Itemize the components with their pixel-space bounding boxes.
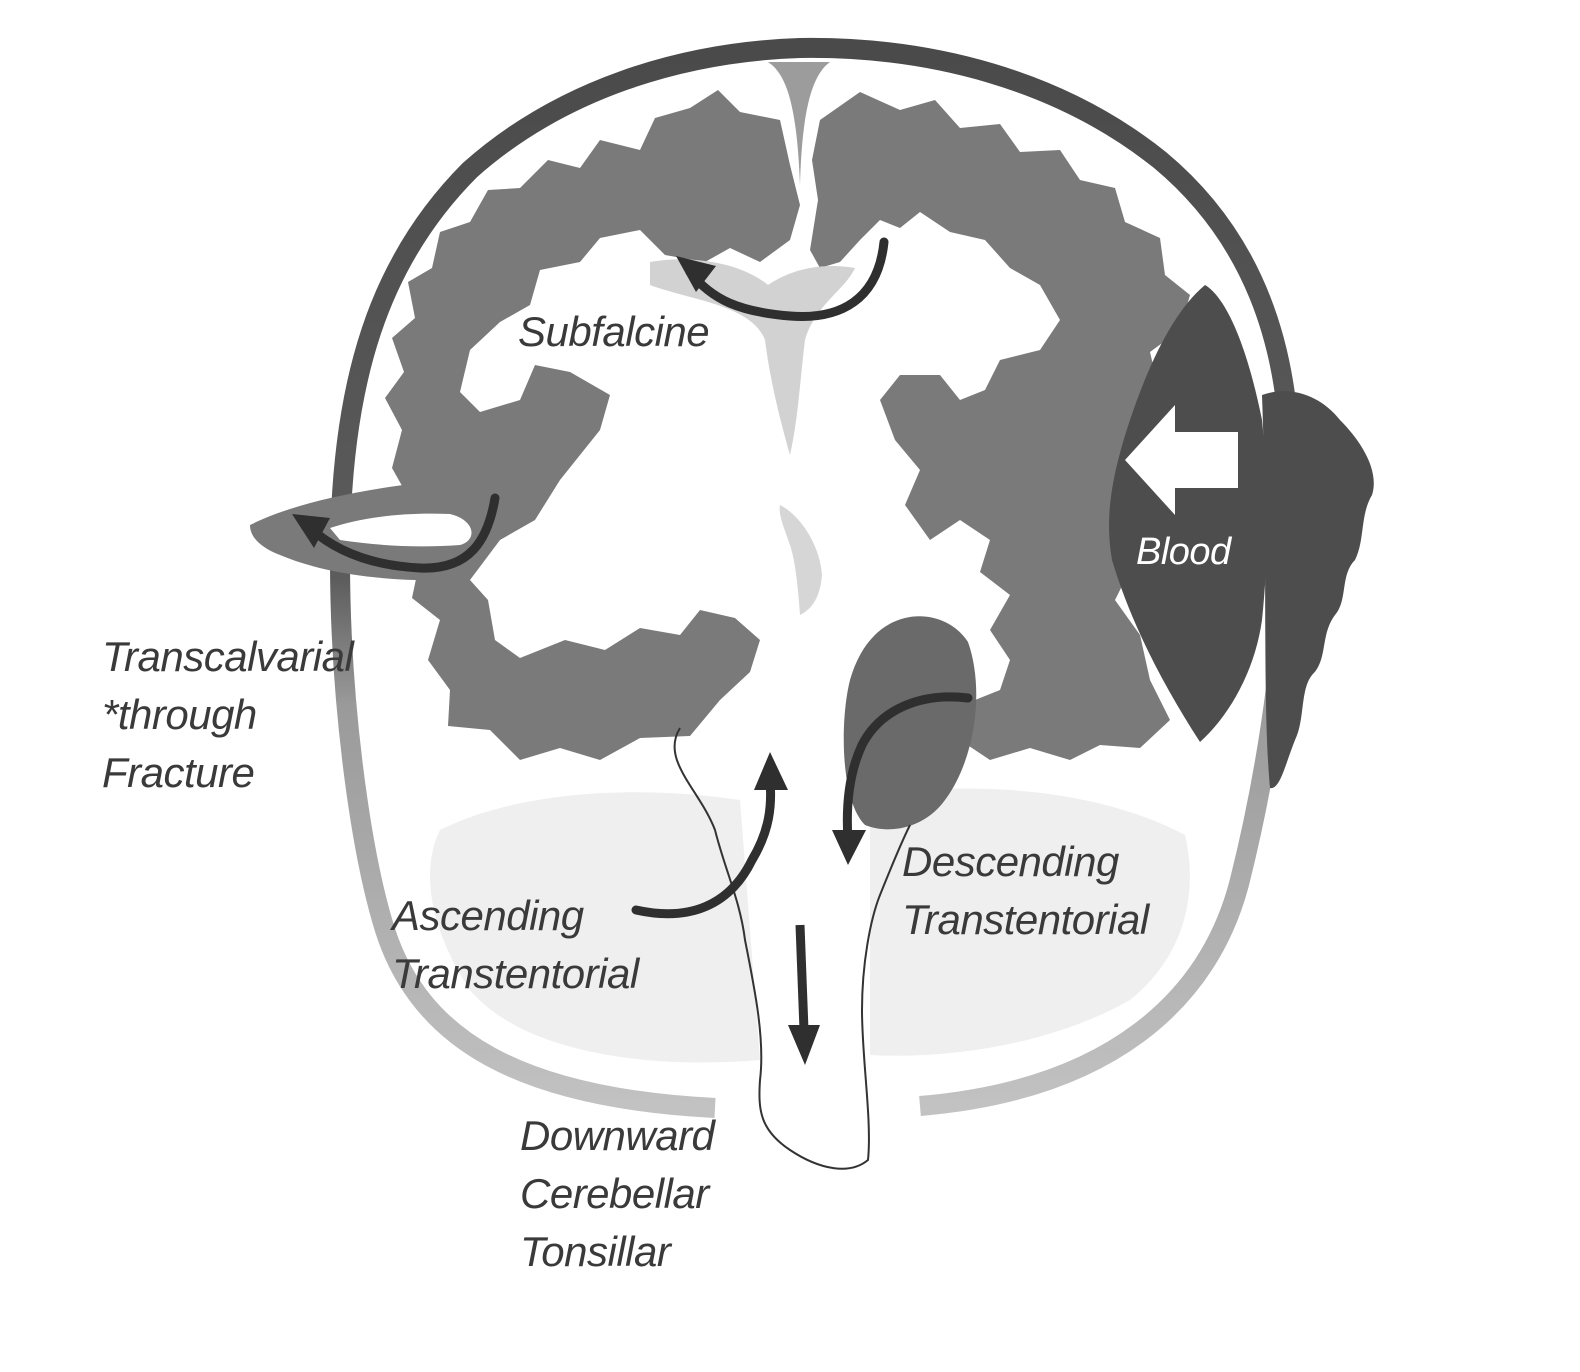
ascending-transtentorial-arrow: [631, 752, 788, 919]
label-downward-cerebellar-tonsillar: Downward Cerebellar Tonsillar: [520, 1112, 715, 1275]
third-ventricle: [779, 505, 822, 615]
lateral-ventricle: [650, 259, 855, 455]
blood-hematoma: [1109, 285, 1268, 742]
label-blood: Blood: [1136, 531, 1231, 573]
skull: [329, 37, 1301, 1118]
label-subfalcine: Subfalcine: [518, 308, 710, 355]
right-cerebellum: [870, 788, 1190, 1056]
subfalcine-arrow: [676, 237, 889, 321]
label-transcalvarial: Transcalvarial *through Fracture: [102, 633, 354, 796]
left-cerebellum: [430, 792, 760, 1063]
transcalvarial-arrow: [292, 493, 500, 573]
descending-transtentorial-arrow: [832, 692, 973, 865]
downward-tonsillar-arrow: [788, 924, 820, 1065]
label-ascending-transtentorial: Ascending Transtentorial: [392, 892, 639, 997]
left-cortex: [385, 90, 800, 760]
blood-mass-effect-arrow: [1125, 405, 1238, 515]
label-descending-transtentorial: Descending Transtentorial: [902, 838, 1149, 943]
right-cortex: [810, 92, 1190, 760]
brainstem-outline: [673, 727, 911, 1170]
right-temporal-lobe: [843, 616, 977, 830]
scalp-swelling: [1262, 391, 1374, 789]
fracture-gap: [330, 513, 472, 547]
falx: [768, 62, 830, 185]
